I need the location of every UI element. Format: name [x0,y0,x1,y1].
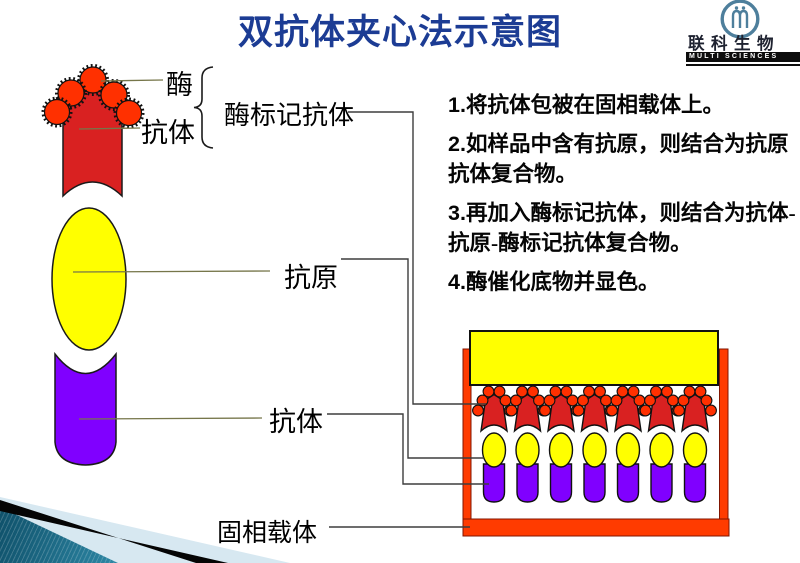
plate-bottom-bar [462,518,730,537]
well-unit [639,385,684,503]
wells-row [472,385,717,503]
capture-antibody-shape [683,463,707,503]
step-1: 1.将抗体包被在固相载体上。 [448,90,798,120]
step-2-number: 2. [448,132,466,156]
logo-dot [734,6,739,10]
sandwich-schematic [41,64,214,466]
capture-antibody-shape [516,463,539,503]
enzyme-dots [639,385,684,417]
step-2-text: 如样品中含有抗原，则结合为抗原抗体复合物。 [448,132,789,186]
step-4-text: 酶催化底物并显色。 [465,270,660,294]
label-antigen: 抗原 [284,263,338,293]
logo-en-banner: MULTI SCIENCES [686,52,800,62]
step-3: 3.再加入酶标记抗体，则结合为抗体-抗原-酶标记抗体复合物。 [448,198,798,258]
antigen-pointer [72,270,271,273]
antigen-shape [582,432,607,468]
grouping-brace [193,66,214,149]
step-2: 2.如样品中含有抗原，则结合为抗原抗体复合物。 [448,129,798,189]
plate-right-wall [719,348,729,522]
label-solid-phase-carrier: 固相载体 [217,520,318,547]
label-enzyme: 酶 [166,70,193,100]
well-unit [539,385,583,503]
procedure-steps: 1.将抗体包被在固相载体上。 2.如样品中含有抗原，则结合为抗原抗体复合物。 3… [448,90,798,306]
capture-antibody-shape [549,463,573,503]
step-3-text: 再加入酶标记抗体，则结合为抗体-抗原-酶标记抗体复合物。 [448,201,796,255]
step-4-number: 4. [448,270,466,294]
capture-antibody-shape [482,463,506,503]
well-unit [572,385,617,503]
enzyme-particle [41,96,73,128]
well-unit [472,385,516,503]
company-logo: 联科生物 MULTI SCIENCES [686,0,800,70]
antibody-top-pointer [78,127,141,130]
label-antibody-top: 抗体 [141,118,195,148]
step-1-text: 将抗体包被在固相载体上。 [465,93,724,117]
label-antibody-bottom: 抗体 [269,407,323,437]
enzyme-particle [55,77,87,109]
logo-circle-icon [720,0,760,39]
enzyme-particle [113,97,145,129]
enzyme-pointer [100,79,164,82]
microplate [462,330,730,537]
capture-antibody-shape [650,463,673,503]
antigen-connector [341,258,484,459]
capture-antibody-column [54,351,117,466]
well-unit [673,385,717,503]
step-1-number: 1. [448,93,466,117]
logo-glyph [731,9,749,28]
label-enzyme-labeled-antibody: 酶标记抗体 [224,101,355,130]
label-pointer-lines [72,79,271,420]
antigen-shape [548,432,574,468]
antigen-shape [649,432,674,468]
capture-antibody-shape [616,463,640,503]
enzyme-particles [41,64,145,129]
antigen-ellipse [51,207,127,351]
step-4: 4.酶催化底物并显色。 [448,267,798,297]
plate-yellow-slab [469,330,719,386]
capture-antibody-shape [583,463,606,503]
enzyme-labeled-antibody-connector [348,111,486,405]
antigen-shape [481,432,507,468]
antigen-shape [515,432,540,468]
logo-underline [686,63,800,66]
antibody-connector [327,413,489,485]
antigen-shape [615,432,641,468]
well-unit [606,385,650,503]
enzyme-particle [98,79,130,111]
logo-dot [741,6,746,10]
antigen-shape [682,432,708,468]
slide-title: 双抗体夹心法示意图 [237,13,562,52]
plate-connector-lines [327,111,489,528]
decorative-swoosh [0,493,300,563]
step-3-number: 3. [448,201,466,225]
enzyme-dots [539,385,583,417]
well-unit [505,385,550,503]
logo-company-name: 联科生物 [688,34,780,53]
enzyme-dots [673,385,717,417]
antibody-bottom-pointer [78,417,263,420]
